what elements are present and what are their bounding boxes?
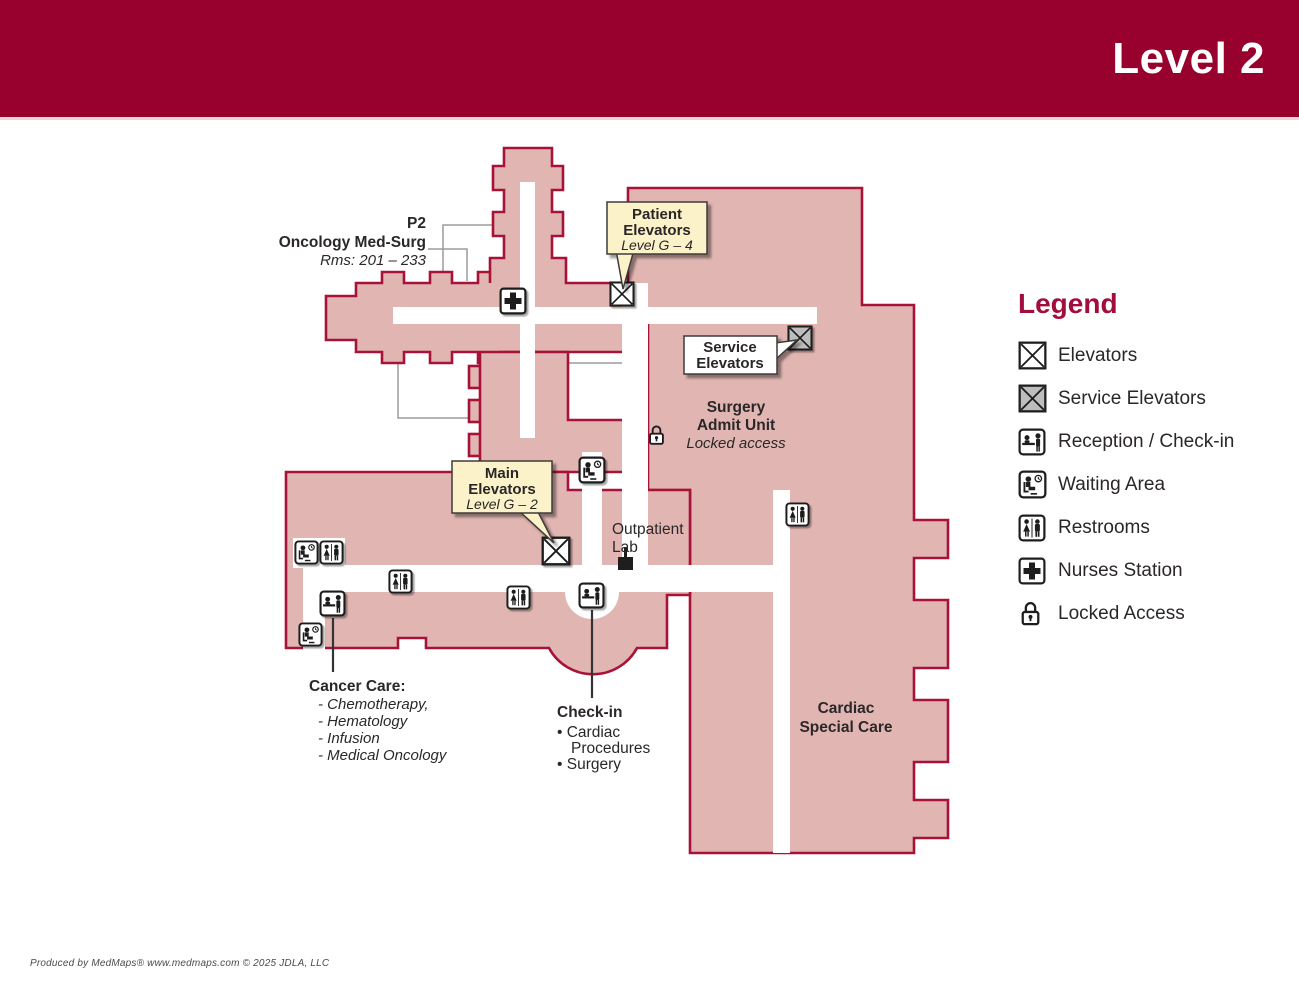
legend-item-reception: Reception / Check-in: [1018, 420, 1288, 463]
callout-patient-line1: Patient: [632, 206, 682, 223]
nurses-station-icon: [1018, 557, 1052, 585]
main-elevators-callout: Main Elevators Level G – 2: [451, 460, 555, 544]
legend-item-label: Nurses Station: [1058, 559, 1183, 581]
legend-item-waiting-area: Waiting Area: [1018, 463, 1288, 506]
label-infusion: - Infusion: [318, 730, 380, 747]
service-elevators-callout: Service Elevators: [683, 335, 800, 375]
legend: Legend Elevators Service Elevators Recep…: [1018, 288, 1288, 635]
callout-service-line2: Elevators: [696, 355, 764, 372]
restrooms-icon: [1018, 514, 1052, 542]
restrooms-icon: [319, 540, 344, 565]
label-checkin-surgery: • Surgery: [557, 756, 621, 773]
callout-main-line3: Level G – 2: [466, 496, 538, 512]
legend-title: Legend: [1018, 288, 1118, 319]
legend-item-label: Reception / Check-in: [1058, 430, 1235, 452]
label-checkin-cardiac: • Cardiac: [557, 724, 620, 741]
callout-main-line1: Main: [485, 465, 519, 482]
reception-icon: [1018, 428, 1052, 456]
callout-patient-line2: Elevators: [623, 222, 691, 239]
label-p2: P2: [407, 215, 426, 232]
waiting-area-icon: [294, 540, 319, 565]
label-cardiac: Cardiac: [818, 700, 875, 717]
legend-item-label: Service Elevators: [1058, 387, 1206, 409]
waiting-area-icon: [578, 456, 606, 484]
legend-item-service-elevators: Service Elevators: [1018, 377, 1288, 420]
callout-main-line2: Elevators: [468, 481, 536, 498]
reception-icon: [319, 590, 346, 617]
label-special-care: Special Care: [799, 719, 892, 736]
label-checkin-procedures: Procedures: [571, 740, 651, 757]
legend-item-label: Waiting Area: [1058, 473, 1166, 495]
waiting-area-icon: [298, 622, 323, 647]
restrooms-icon: [785, 502, 810, 527]
legend-item-label: Locked Access: [1058, 602, 1185, 624]
label-outpatient: Outpatient: [612, 521, 684, 538]
legend-item-nurses-station: Nurses Station: [1018, 549, 1288, 592]
nurses-station-icon: [499, 287, 527, 315]
map-labels: P2 Oncology Med-Surg Rms: 201 – 233 Surg…: [279, 215, 893, 773]
main-elevators-icon: [541, 536, 571, 566]
legend-item-elevators: Elevators: [1018, 334, 1288, 377]
legend-item-locked-access: Locked Access: [1018, 592, 1288, 635]
callout-service-line1: Service: [703, 339, 756, 356]
label-medical-oncology: - Medical Oncology: [318, 747, 448, 764]
callout-patient-line3: Level G – 4: [621, 237, 693, 253]
credit-line: Produced by MedMaps® www.medmaps.com © 2…: [30, 958, 330, 969]
label-surgery: Surgery: [707, 399, 766, 416]
label-hematology: - Hematology: [318, 713, 409, 730]
label-chemotherapy: - Chemotherapy,: [318, 696, 429, 713]
service-elevators-icon: [787, 325, 813, 351]
elevator-icon: [1018, 341, 1052, 370]
label-admit-unit: Admit Unit: [697, 417, 775, 434]
legend-item-label: Restrooms: [1058, 516, 1150, 538]
label-lab: Lab: [612, 539, 638, 556]
restrooms-icon: [388, 569, 413, 594]
label-cancer-care: Cancer Care:: [309, 678, 406, 695]
wing-lower-tower: [478, 350, 642, 474]
label-checkin: Check-in: [557, 704, 622, 721]
restrooms-icon: [506, 585, 531, 610]
legend-item-restrooms: Restrooms: [1018, 506, 1288, 549]
legend-item-label: Elevators: [1058, 344, 1138, 366]
label-oncology: Oncology Med-Surg: [279, 234, 426, 251]
reception-icon: [578, 582, 605, 609]
label-locked-access: Locked access: [686, 435, 786, 452]
label-oncology-rooms: Rms: 201 – 233: [320, 252, 427, 269]
service-elevator-icon: [1018, 384, 1052, 413]
locked-access-icon: [1018, 599, 1052, 628]
outpatient-lab-marker: [618, 548, 633, 570]
waiting-area-icon: [1018, 470, 1052, 499]
header-banner: Level 2: [0, 0, 1299, 120]
page-title: Level 2: [1112, 33, 1265, 83]
patient-elevators-callout: Patient Elevators Level G – 4: [606, 201, 708, 290]
